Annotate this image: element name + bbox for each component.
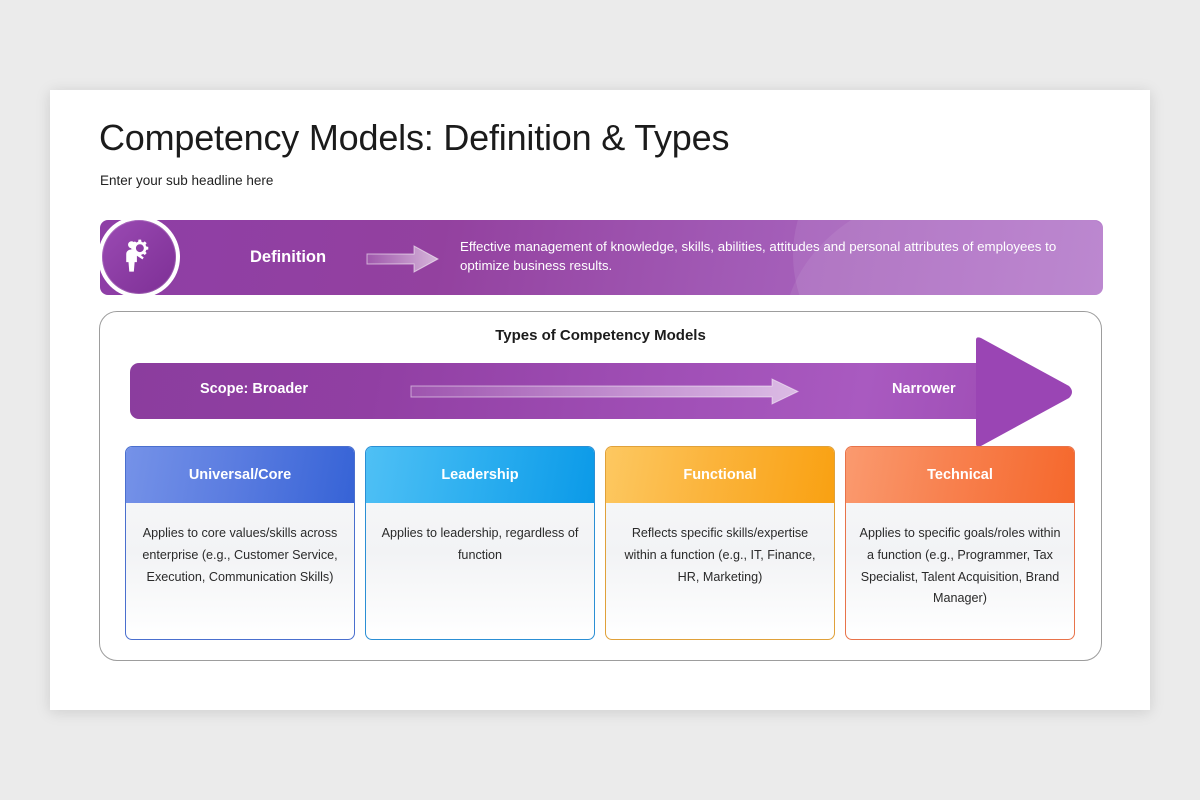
- definition-banner: [100, 220, 1103, 295]
- card-body: Reflects specific skills/expertise withi…: [624, 526, 816, 584]
- card-body: Applies to leadership, regardless of fun…: [381, 526, 579, 562]
- banner-swoosh-decor-1: [793, 220, 1103, 295]
- page-subtitle: Enter your sub headline here: [100, 173, 274, 188]
- card-universal-core[interactable]: Universal/Core Applies to core values/sk…: [125, 446, 355, 640]
- card-title: Leadership: [366, 447, 594, 503]
- card-functional[interactable]: Functional Reflects specific skills/expe…: [605, 446, 835, 640]
- card-title: Technical: [846, 447, 1074, 503]
- card-body: Applies to specific goals/roles within a…: [859, 526, 1061, 606]
- card-title: Functional: [606, 447, 834, 503]
- person-gear-glyph: [126, 239, 149, 272]
- banner-swoosh-decor-2: [783, 220, 1103, 295]
- card-technical[interactable]: Technical Applies to specific goals/role…: [845, 446, 1075, 640]
- person-gear-icon: [98, 216, 180, 298]
- card-leadership[interactable]: Leadership Applies to leadership, regard…: [365, 446, 595, 640]
- card-body: Applies to core values/skills across ent…: [142, 526, 338, 584]
- card-title: Universal/Core: [126, 447, 354, 503]
- page-title: Competency Models: Definition & Types: [99, 117, 730, 158]
- competency-type-cards: Universal/Core Applies to core values/sk…: [125, 446, 1075, 640]
